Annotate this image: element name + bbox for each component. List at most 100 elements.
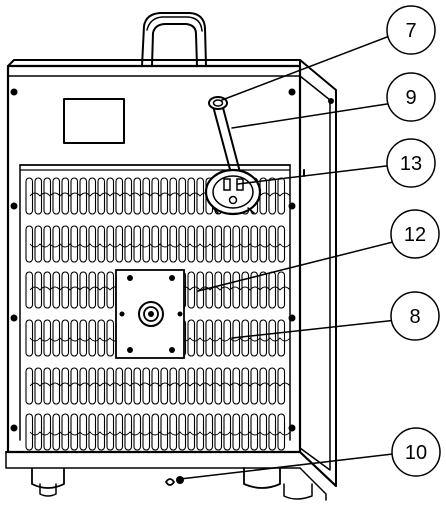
callout-9: 9 bbox=[386, 72, 436, 122]
grille-slot bbox=[97, 225, 106, 263]
grille-slot bbox=[106, 413, 115, 451]
callout-10: 10 bbox=[391, 427, 441, 477]
grille-slot bbox=[160, 367, 169, 405]
grille-slot bbox=[52, 177, 61, 215]
grille-slot bbox=[250, 319, 259, 357]
grille-slot bbox=[70, 271, 79, 309]
grille-slot bbox=[106, 225, 115, 263]
callout-label: 9 bbox=[405, 87, 416, 109]
grille-slot bbox=[25, 367, 34, 405]
grille-slot bbox=[160, 225, 169, 263]
grille-slot bbox=[169, 367, 178, 405]
grille-slot bbox=[142, 367, 151, 405]
grille-slot bbox=[52, 413, 61, 451]
grille-slot bbox=[268, 319, 277, 357]
grille-slot bbox=[70, 177, 79, 215]
grille-slot bbox=[196, 319, 205, 357]
grille-slot bbox=[79, 225, 88, 263]
grille-slot bbox=[241, 225, 250, 263]
grille-slot bbox=[277, 177, 286, 215]
grille-slot bbox=[214, 319, 223, 357]
grille-slot bbox=[250, 413, 259, 451]
grille-slot bbox=[232, 367, 241, 405]
grille-slot bbox=[250, 367, 259, 405]
callout-7: 7 bbox=[386, 5, 436, 55]
grille-slot bbox=[205, 225, 214, 263]
grille-slot bbox=[214, 271, 223, 309]
grille-slot bbox=[52, 367, 61, 405]
grille-slot bbox=[124, 413, 133, 451]
grille-slot bbox=[70, 225, 79, 263]
grille-slot bbox=[61, 271, 70, 309]
grille-slot bbox=[169, 413, 178, 451]
callout-13: 13 bbox=[386, 138, 436, 188]
grille-slot bbox=[97, 413, 106, 451]
grille-slot bbox=[34, 367, 43, 405]
grille-slot bbox=[241, 271, 250, 309]
heater-base bbox=[5, 451, 337, 501]
grille-slot bbox=[97, 271, 106, 309]
grille-slot bbox=[25, 319, 34, 357]
grille-slot bbox=[151, 367, 160, 405]
grille-slot bbox=[268, 367, 277, 405]
grille-slot bbox=[25, 271, 34, 309]
grille-slot bbox=[25, 413, 34, 451]
grille-slot bbox=[232, 225, 241, 263]
grille-slot bbox=[232, 271, 241, 309]
grille-slot bbox=[61, 319, 70, 357]
callout-label: 13 bbox=[400, 153, 422, 175]
grille-slot bbox=[61, 177, 70, 215]
grille-slot bbox=[34, 319, 43, 357]
grille-slot bbox=[115, 367, 124, 405]
grille-slot bbox=[106, 367, 115, 405]
grille-slot bbox=[205, 271, 214, 309]
grille-slot bbox=[259, 271, 268, 309]
grille-slot bbox=[187, 367, 196, 405]
grille-slot bbox=[52, 319, 61, 357]
grille-slot bbox=[115, 177, 124, 215]
grille-slot bbox=[277, 413, 286, 451]
grille-slot bbox=[79, 367, 88, 405]
grille-slot bbox=[97, 319, 106, 357]
grille-slot bbox=[61, 367, 70, 405]
grille-slot bbox=[61, 225, 70, 263]
grille-slot bbox=[70, 413, 79, 451]
grille-slot bbox=[88, 319, 97, 357]
grille-slot bbox=[178, 177, 187, 215]
carry-handle bbox=[141, 12, 207, 67]
label-window bbox=[63, 98, 125, 144]
motor-mounting-plate bbox=[115, 269, 185, 359]
grille-slot bbox=[97, 177, 106, 215]
grille-slot bbox=[25, 177, 34, 215]
grille-slot bbox=[196, 177, 205, 215]
grille-slot bbox=[79, 319, 88, 357]
grille-slot bbox=[277, 367, 286, 405]
grille-slot bbox=[79, 413, 88, 451]
grille-slot bbox=[142, 225, 151, 263]
grille-slot bbox=[169, 177, 178, 215]
grille-slot bbox=[187, 177, 196, 215]
grille-slot bbox=[214, 367, 223, 405]
grille-slot bbox=[250, 271, 259, 309]
grille-slot bbox=[277, 319, 286, 357]
callout-label: 12 bbox=[404, 224, 426, 246]
grille-slot bbox=[178, 225, 187, 263]
grille-slot bbox=[178, 413, 187, 451]
grille-slot bbox=[34, 271, 43, 309]
callout-label: 7 bbox=[405, 20, 416, 42]
grille-slot bbox=[187, 271, 196, 309]
grille-slot bbox=[187, 319, 196, 357]
grille-slot bbox=[259, 413, 268, 451]
grille-slot bbox=[196, 225, 205, 263]
grille-slot bbox=[88, 177, 97, 215]
grille-slot bbox=[25, 225, 34, 263]
grille-slot bbox=[259, 367, 268, 405]
grille-slot bbox=[277, 225, 286, 263]
leader-lines bbox=[179, 36, 398, 480]
grille-slot bbox=[196, 367, 205, 405]
grille-slot bbox=[277, 271, 286, 309]
grille-slot bbox=[106, 177, 115, 215]
callout-label: 10 bbox=[405, 442, 427, 464]
grille-slot bbox=[97, 367, 106, 405]
grille-slot bbox=[160, 413, 169, 451]
